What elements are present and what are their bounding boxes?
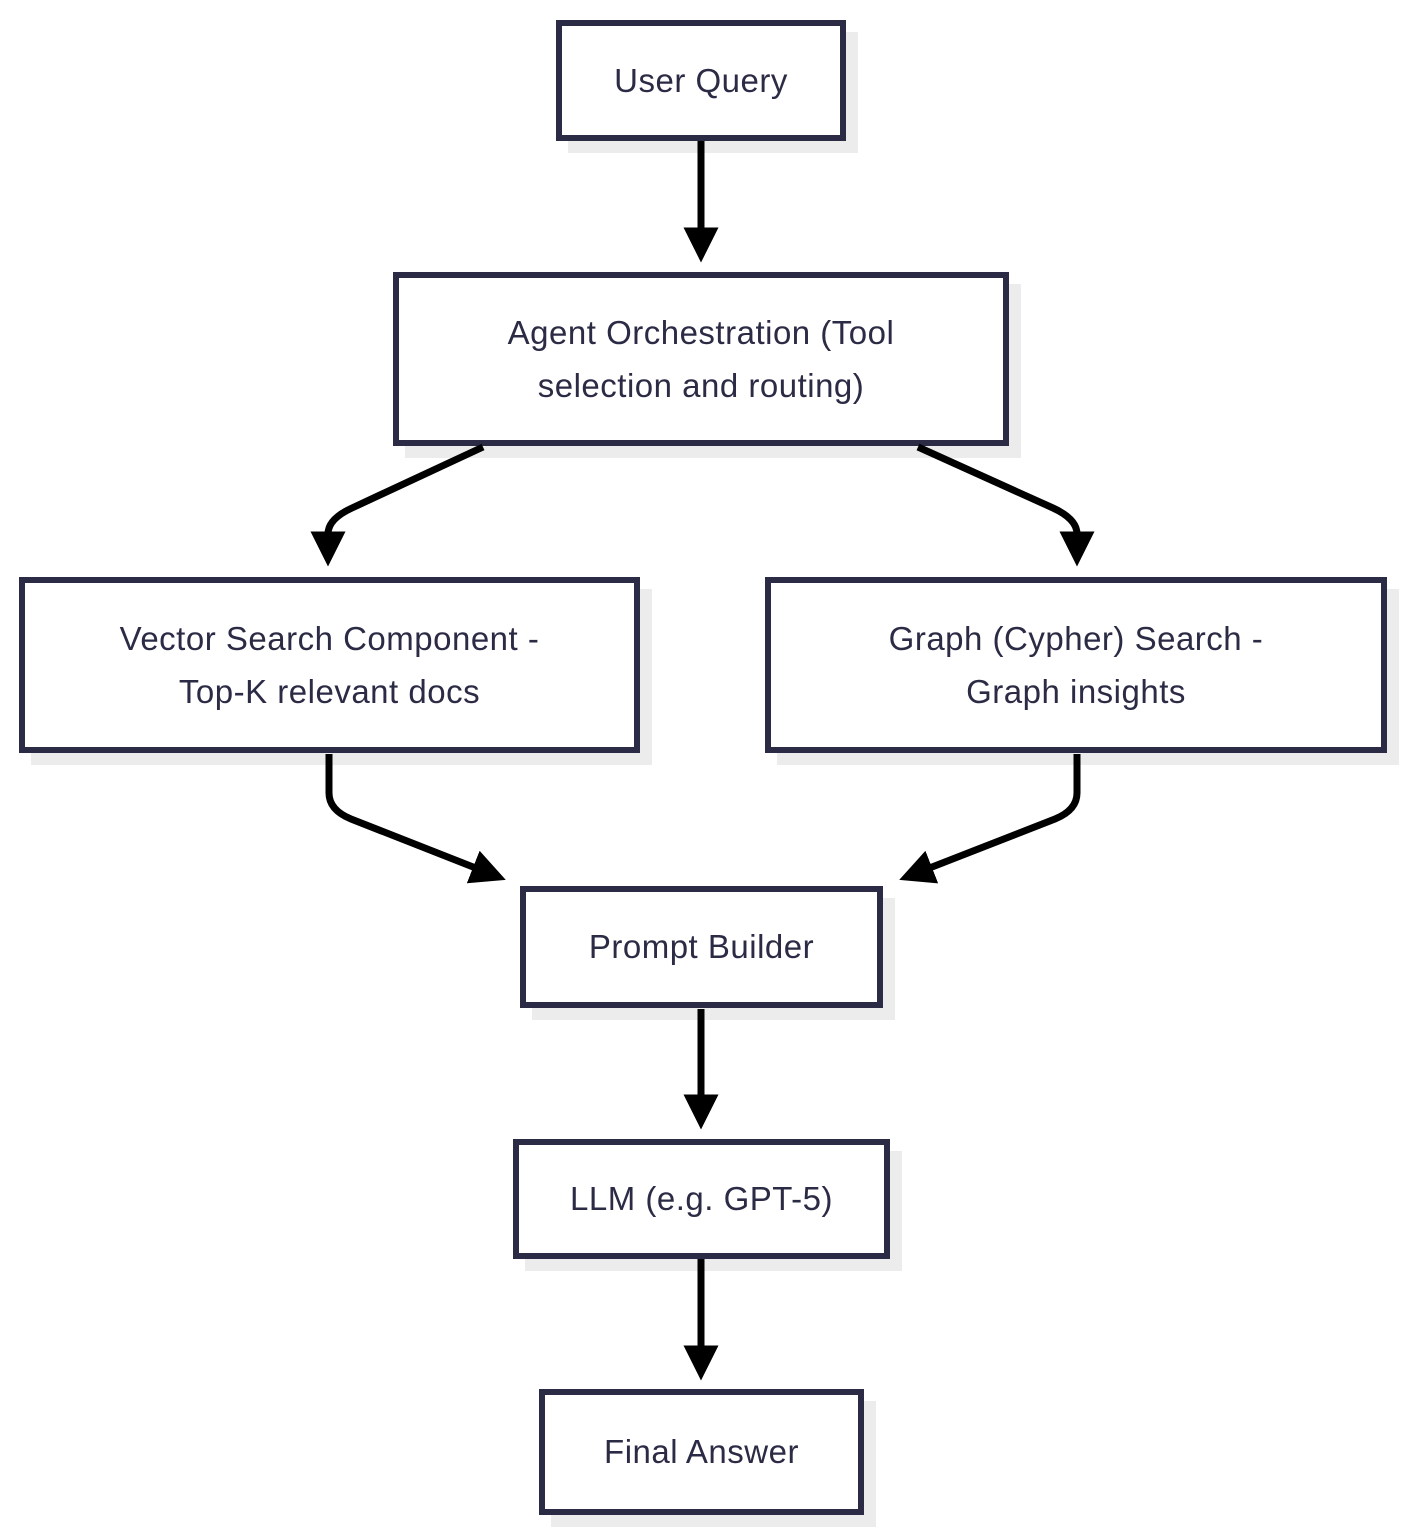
node-agent-orchestration-label: Agent Orchestration (Tool selection and … bbox=[507, 313, 895, 404]
edge-agent-to-graph-search bbox=[916, 443, 1095, 567]
node-vector-search: Vector Search Component - Top-K relevant… bbox=[19, 577, 640, 753]
node-vector-search-label: Vector Search Component - Top-K relevant… bbox=[119, 619, 540, 710]
node-prompt-builder-label: Prompt Builder bbox=[588, 928, 815, 966]
node-llm-label: LLM (e.g. GPT-5) bbox=[570, 1180, 833, 1218]
node-llm: LLM (e.g. GPT-5) bbox=[513, 1139, 890, 1259]
node-graph-search: Graph (Cypher) Search - Graph insights bbox=[765, 577, 1387, 753]
node-final-answer: Final Answer bbox=[539, 1389, 864, 1515]
edge-vector-search-to-prompt-builder bbox=[325, 754, 506, 884]
node-agent-orchestration: Agent Orchestration (Tool selection and … bbox=[393, 272, 1009, 446]
node-graph-search-label: Graph (Cypher) Search - Graph insights bbox=[888, 619, 1264, 710]
node-user-query: User Query bbox=[556, 20, 846, 141]
node-prompt-builder: Prompt Builder bbox=[520, 886, 883, 1008]
edge-graph-search-to-prompt-builder bbox=[899, 754, 1081, 884]
node-user-query-label: User Query bbox=[614, 61, 788, 99]
edge-agent-to-vector-search bbox=[310, 443, 485, 567]
node-final-answer-label: Final Answer bbox=[604, 1433, 799, 1471]
